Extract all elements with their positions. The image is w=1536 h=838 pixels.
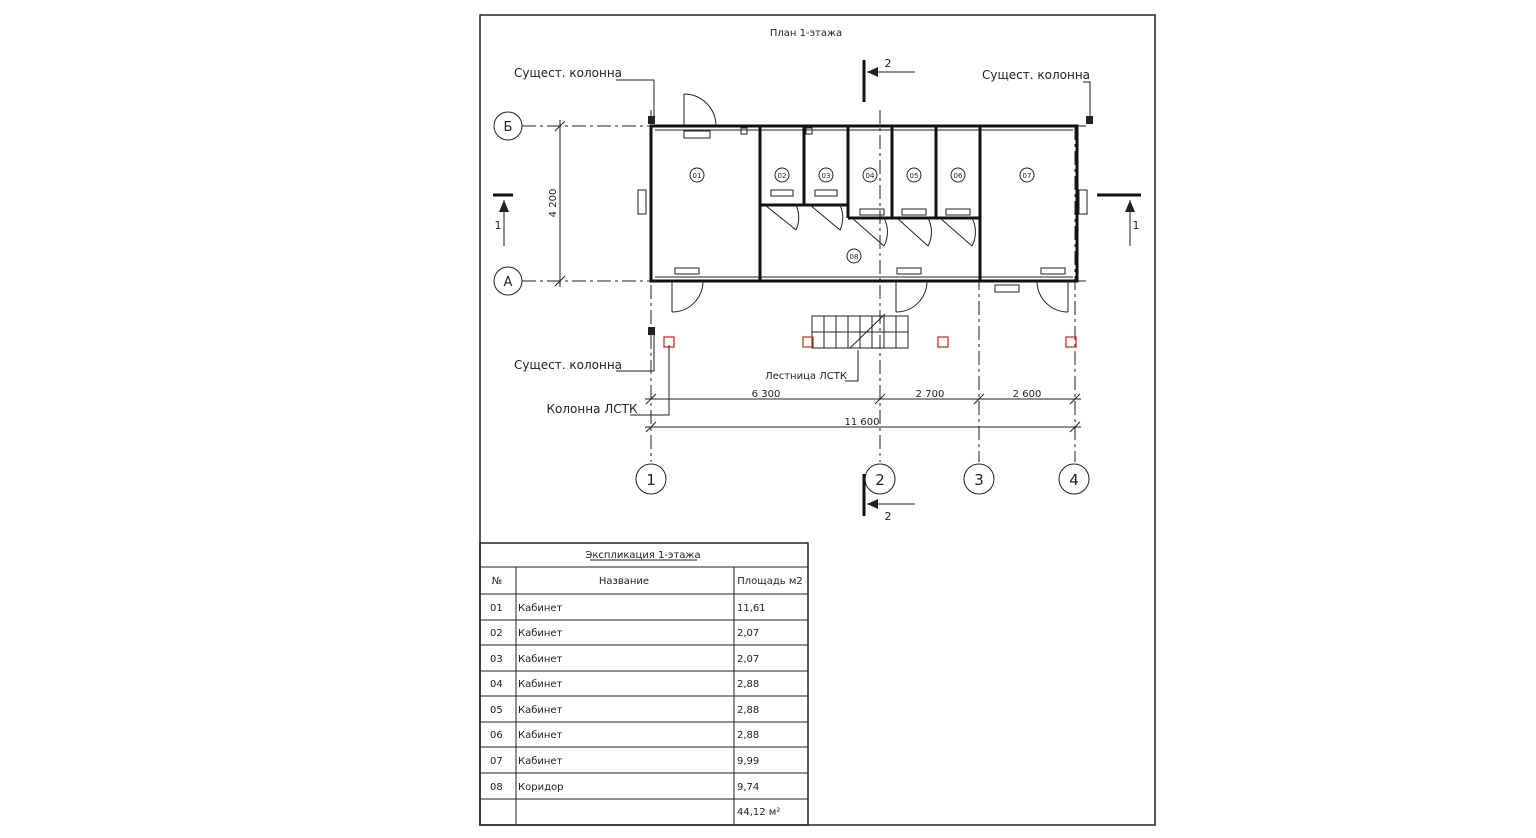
schedule-cell-no: 05 — [490, 705, 503, 716]
schedule-cell-name: Кабинет — [518, 730, 563, 741]
schedule-header-area: Площадь м2 — [737, 576, 802, 587]
schedule-row: 07 Кабинет 9,99 — [490, 756, 759, 767]
schedule-row: 01 Кабинет 11,61 — [490, 603, 766, 614]
callouts — [616, 79, 1091, 416]
schedule-row: 06 Кабинет 2,88 — [490, 730, 759, 741]
schedule-title: Экспликация 1-этажа — [585, 550, 700, 561]
stair-lstk — [811, 313, 909, 349]
plan-title: План 1-этажа — [770, 28, 842, 39]
svg-text:06: 06 — [954, 172, 963, 180]
schedule-cell-name: Кабинет — [518, 603, 563, 614]
schedule-header-no: № — [492, 576, 502, 587]
dimension-depth: 4 200 — [548, 120, 566, 287]
svg-text:1: 1 — [1133, 219, 1140, 232]
label-stair-lstk: Лестница ЛСТК — [765, 371, 847, 382]
svg-text:02: 02 — [778, 172, 787, 180]
schedule-row: 04 Кабинет 2,88 — [490, 679, 759, 690]
svg-text:1: 1 — [646, 471, 656, 489]
label-existing-column-right-top: Сущест. колонна — [982, 68, 1090, 82]
schedule-cell-no: 04 — [490, 679, 503, 690]
schedule-cell-area: 9,99 — [737, 756, 759, 767]
schedule-cell-area: 2,07 — [737, 654, 759, 665]
svg-text:03: 03 — [822, 172, 831, 180]
label-existing-column-left-top: Сущест. колонна — [514, 66, 622, 80]
schedule-cell-name: Кабинет — [518, 654, 563, 665]
dimension-span-3-4: 2 600 — [1013, 389, 1042, 400]
axis-row-b: Б — [493, 111, 523, 141]
room-tag-06: 06 — [950, 167, 966, 183]
schedule-row: 05 Кабинет 2,88 — [490, 705, 759, 716]
schedule-cell-no: 08 — [490, 782, 503, 793]
svg-text:05: 05 — [910, 172, 919, 180]
label-existing-column-left-bottom: Сущест. колонна — [514, 358, 622, 372]
svg-text:Б: Б — [504, 120, 513, 135]
svg-text:1: 1 — [495, 219, 502, 232]
section-mark-1-left: 1 — [493, 193, 513, 246]
schedule-cell-no: 02 — [490, 628, 503, 639]
schedule-cell-name: Кабинет — [518, 756, 563, 767]
room-tag-03: 03 — [818, 167, 834, 183]
schedule-cell-area: 2,88 — [737, 730, 759, 741]
svg-text:01: 01 — [693, 172, 702, 180]
axis-col-3: 3 — [963, 463, 995, 495]
dimension-chain-total — [645, 421, 1081, 433]
svg-text:4: 4 — [1069, 471, 1079, 489]
room-tag-04: 04 — [862, 167, 878, 183]
dimension-total: 11 600 — [845, 417, 880, 428]
dimension-span-2-3: 2 700 — [916, 389, 945, 400]
schedule-cell-area: 11,61 — [737, 603, 766, 614]
schedule-cell-no: 07 — [490, 756, 503, 767]
schedule-cell-no: 06 — [490, 730, 503, 741]
svg-text:2: 2 — [885, 57, 892, 70]
axis-col-4: 4 — [1058, 463, 1090, 495]
svg-text:А: А — [504, 275, 513, 290]
svg-text:4 200: 4 200 — [548, 189, 559, 218]
window-tags — [637, 130, 1088, 293]
axis-row-a: А — [493, 266, 523, 296]
axis-col-1: 1 — [635, 463, 667, 495]
schedule-row: 08 Коридор 9,74 — [490, 782, 759, 793]
schedule-cell-name: Кабинет — [518, 628, 563, 639]
svg-text:08: 08 — [850, 253, 859, 261]
schedule-row: 02 Кабинет 2,07 — [490, 628, 759, 639]
svg-text:07: 07 — [1023, 172, 1032, 180]
schedule-cell-name: Кабинет — [518, 705, 563, 716]
schedule-total: 44,12 м² — [737, 807, 780, 818]
sheet-frame — [479, 14, 1156, 826]
room-tag-07: 07 — [1019, 167, 1035, 183]
room-tags: 01 02 03 04 05 06 07 08 — [689, 167, 1035, 264]
schedule-cell-name: Коридор — [518, 782, 563, 793]
schedule-table — [479, 542, 809, 826]
room-tag-08: 08 — [846, 248, 862, 264]
schedule-cell-name: Кабинет — [518, 679, 563, 690]
schedule-cell-area: 2,07 — [737, 628, 759, 639]
room-tag-05: 05 — [906, 167, 922, 183]
dimension-chain-spans — [645, 393, 1081, 405]
room-tag-02: 02 — [774, 167, 790, 183]
room-tag-01: 01 — [689, 167, 705, 183]
svg-text:04: 04 — [866, 172, 875, 180]
svg-text:2: 2 — [885, 510, 892, 523]
doors — [671, 93, 1069, 313]
schedule-row: 03 Кабинет 2,07 — [490, 654, 759, 665]
schedule-header-name: Название — [599, 576, 649, 587]
schedule-cell-area: 2,88 — [737, 679, 759, 690]
svg-text:2: 2 — [875, 471, 885, 489]
schedule-cell-area: 2,88 — [737, 705, 759, 716]
section-mark-1-right: 1 — [1097, 193, 1141, 246]
schedule-cell-no: 01 — [490, 603, 503, 614]
section-mark-2-top: 2 — [862, 57, 915, 102]
svg-text:3: 3 — [974, 471, 984, 489]
dimension-span-1-2: 6 300 — [752, 389, 781, 400]
section-mark-2-bottom: 2 — [862, 474, 915, 523]
existing-columns — [648, 116, 1093, 335]
building-walls — [649, 124, 1079, 283]
label-column-lstk: Колонна ЛСТК — [547, 402, 638, 416]
schedule-cell-no: 03 — [490, 654, 503, 665]
schedule-cell-area: 9,74 — [737, 782, 759, 793]
